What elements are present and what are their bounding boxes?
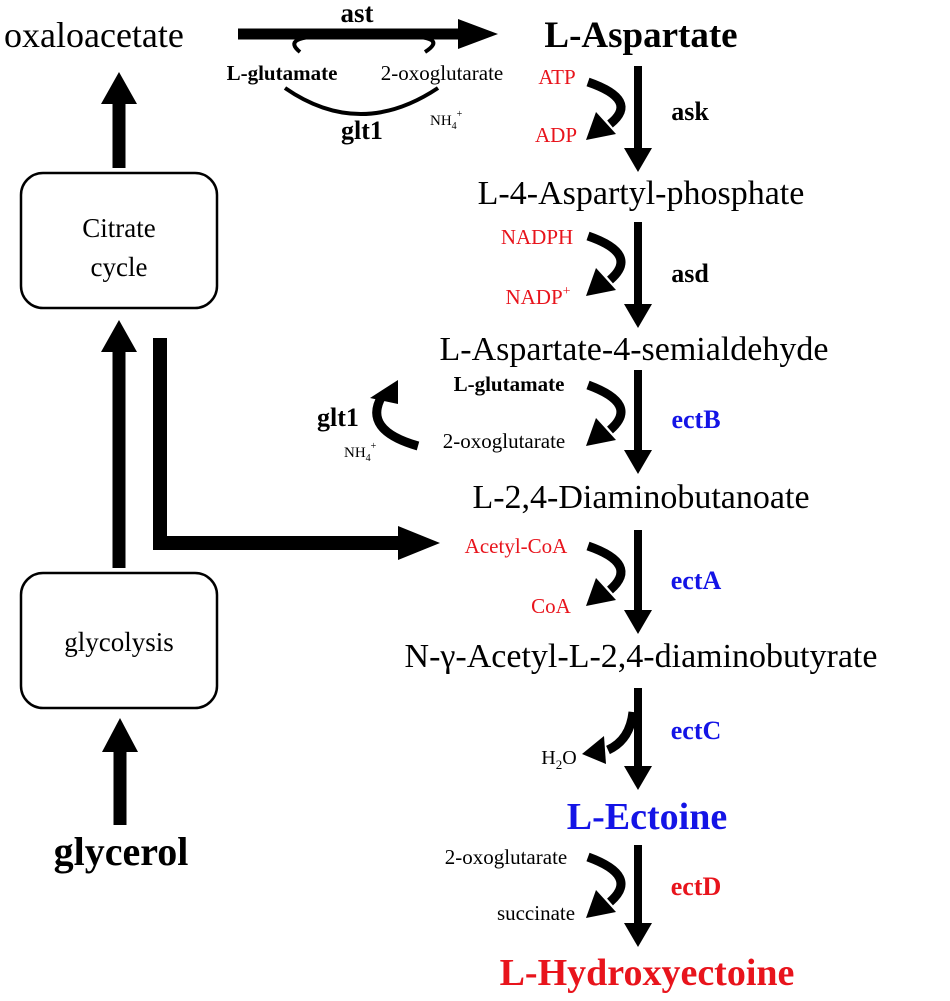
- ectD-input-label: 2-oxoglutarate: [445, 845, 567, 869]
- asd-input-label: NADPH: [501, 225, 573, 249]
- compound-l-hydroxyectoine: L-Hydroxyectoine: [500, 952, 795, 994]
- ast-enzyme-label: ast: [341, 0, 374, 28]
- compound-l-ectoine: L-Ectoine: [567, 796, 727, 838]
- ask-input-label: ATP: [538, 65, 575, 89]
- ectA-cosubstrate-arrow: [586, 541, 626, 606]
- ectC-output-label: H2O: [541, 747, 576, 772]
- compound-n-gamma-acetyl-dab: N-γ-Acetyl-L-2,4-diaminobutyrate: [405, 638, 878, 675]
- ectB-nh4-label: NH4+: [344, 441, 377, 464]
- compound-l-4-aspartyl-phosphate: L-4-Aspartyl-phosphate: [478, 175, 805, 212]
- ectD-enzyme-label: ectD: [671, 872, 722, 901]
- oxaloacetate-label: oxaloacetate: [4, 15, 184, 55]
- glycerol-label: glycerol: [54, 829, 189, 874]
- ast-cofactor-loop: [292, 34, 331, 54]
- ectB-cosubstrate-arrow: [586, 380, 626, 446]
- citrate-cycle-box: [19, 171, 219, 310]
- glycerol-to-glycolysis-arrow: [102, 718, 138, 825]
- asd-output-label: NADP+: [505, 284, 570, 309]
- ask-enzyme-label: ask: [671, 97, 709, 126]
- ask-cosubstrate-arrow: [586, 77, 626, 140]
- ectD-cosubstrate-arrow: [586, 852, 626, 918]
- asd-enzyme-label: asd: [671, 259, 709, 288]
- ask-output-label: ADP: [535, 123, 577, 147]
- ectA-reaction-arrow: [624, 530, 652, 634]
- ast-glt1-label: glt1: [341, 116, 383, 145]
- ectB-reaction-arrow: [624, 370, 652, 474]
- ask-reaction-arrow: [624, 66, 652, 172]
- glycolysis-box: [19, 571, 219, 710]
- asd-cosubstrate-arrow: [586, 231, 626, 296]
- ectB-glt1-loop-arrow: [370, 380, 420, 451]
- ectD-reaction-arrow: [624, 845, 652, 947]
- ectC-byproduct-arrow: [582, 711, 638, 764]
- asd-reaction-arrow: [624, 222, 652, 328]
- ectC-enzyme-label: ectC: [671, 716, 722, 745]
- ectB-enzyme-label: ectB: [671, 405, 720, 434]
- glycolysis-label: glycolysis: [64, 627, 174, 657]
- ast-donor-label: L-glutamate: [227, 61, 338, 85]
- ectA-output-label: CoA: [531, 594, 572, 618]
- ectB-glt1-label: glt1: [317, 403, 359, 432]
- ast-nh4-label: NH4+: [430, 109, 463, 132]
- compound-l-aspartate-4-semialdehyde: L-Aspartate-4-semialdehyde: [440, 331, 829, 368]
- ectC-reaction-arrow: [624, 688, 652, 790]
- compound-l-2-4-diaminobutanoate: L-2,4-Diaminobutanoate: [472, 479, 809, 516]
- glycolysis-to-citrate-arrow: [101, 320, 137, 568]
- citrate-to-oxaloacetate-arrow: [101, 72, 137, 168]
- ast-main-arrow: [238, 19, 498, 49]
- ectB-input-label: L-glutamate: [454, 372, 565, 396]
- ast-product-label: 2-oxoglutarate: [381, 61, 503, 85]
- ast-cofactor-loop-right: [399, 34, 436, 54]
- ectD-output-label: succinate: [497, 901, 575, 925]
- ast-glt1-loop: [283, 86, 440, 116]
- citrate-cycle-label-line1: Citrate: [82, 213, 155, 243]
- citrate-cycle-label-line2: cycle: [91, 252, 148, 282]
- ectB-output-label: 2-oxoglutarate: [443, 429, 565, 453]
- ectA-input-label: Acetyl-CoA: [465, 534, 568, 558]
- compound-l-aspartate: L-Aspartate: [544, 15, 737, 56]
- acetyl-coa-feed-arrow: [153, 338, 440, 560]
- ectA-enzyme-label: ectA: [671, 566, 722, 595]
